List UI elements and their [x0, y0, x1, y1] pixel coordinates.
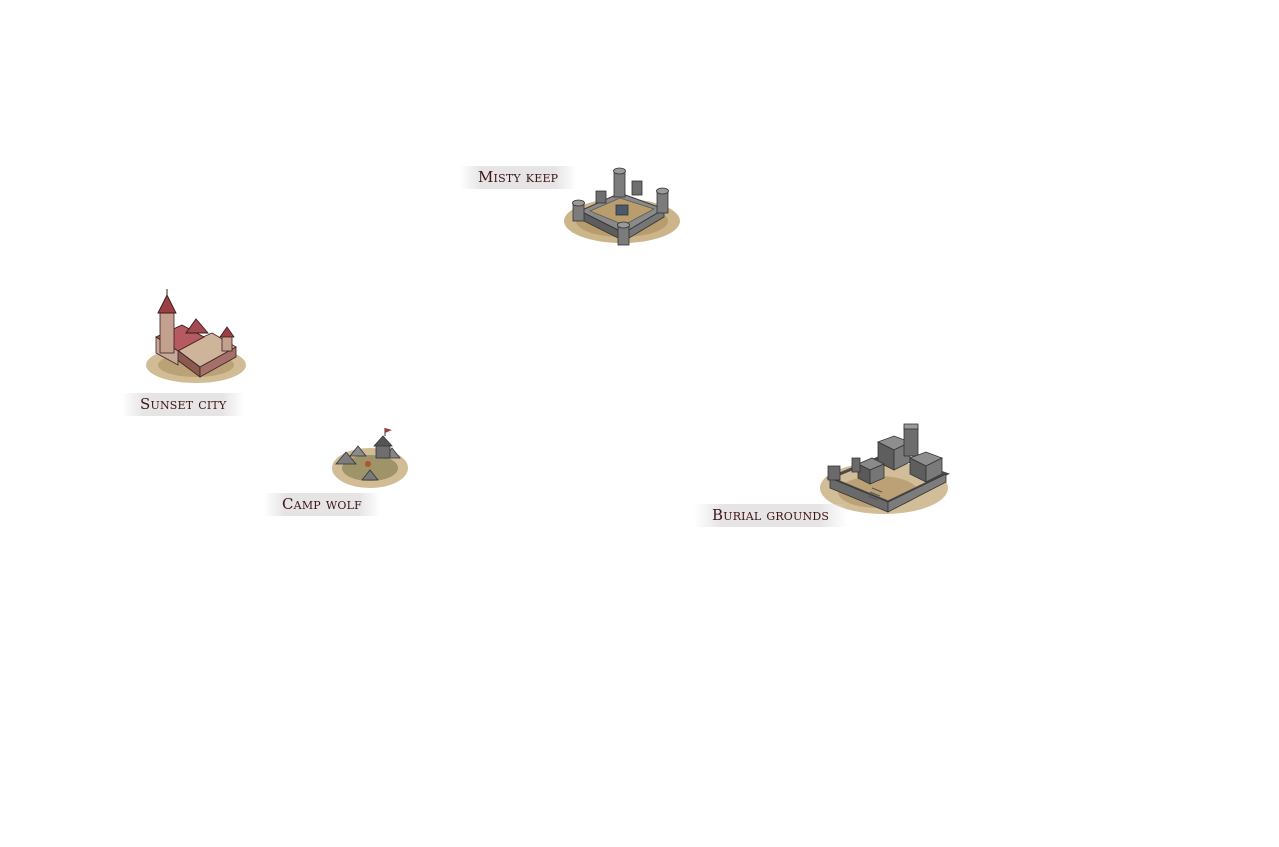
location-label-burial-grounds[interactable]: Burial grounds: [694, 504, 848, 527]
ruins-icon[interactable]: [818, 422, 956, 524]
camp-icon[interactable]: [328, 428, 412, 496]
location-label-camp-wolf[interactable]: Camp wolf: [264, 493, 380, 516]
location-label-sunset-city[interactable]: Sunset city: [122, 393, 245, 416]
town-icon[interactable]: [142, 289, 250, 389]
location-label-misty-keep[interactable]: Misty keep: [460, 166, 577, 189]
fortress-icon[interactable]: [560, 165, 685, 255]
